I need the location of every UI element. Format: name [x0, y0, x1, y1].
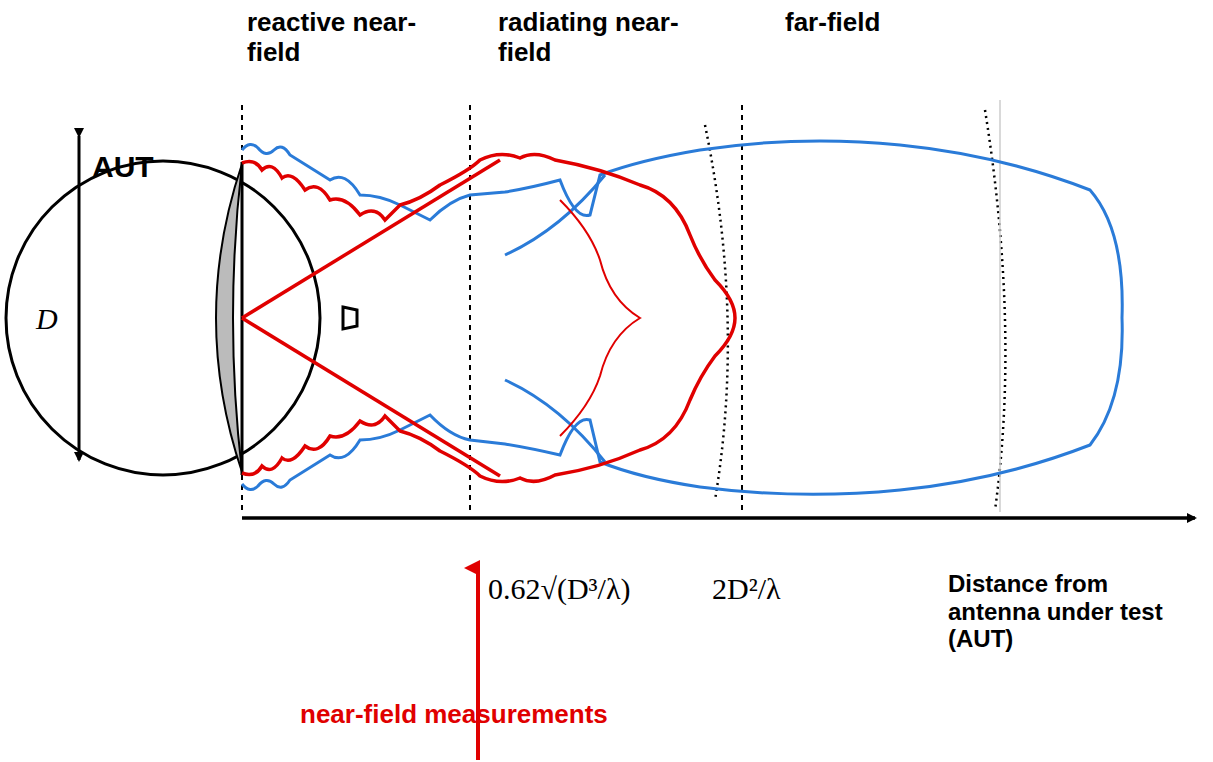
axis-label: Distance from antenna under test (AUT): [948, 570, 1193, 653]
wavefront-arc: [705, 110, 1005, 510]
boundary-formula: 0.62√(D³/λ): [488, 572, 631, 607]
region-boundary: [242, 105, 742, 515]
feed-horn: [343, 307, 357, 329]
region-label: far-field: [785, 8, 880, 38]
distance-axis: [242, 516, 1195, 520]
boundary-formula: 2D²/λ: [712, 572, 781, 607]
region-label: reactive near-field: [247, 8, 422, 68]
aut-sphere: [6, 161, 320, 475]
region-label: radiating near-field: [498, 8, 688, 68]
far-field-pattern: [242, 141, 1122, 494]
reflector-dish: [216, 164, 242, 472]
antenna-label: AUT: [92, 150, 154, 185]
diameter-arrow: [78, 136, 81, 460]
callout-label: near-field measurements: [300, 700, 608, 730]
near-field-pattern: [242, 154, 735, 760]
dimension-label: D: [36, 302, 58, 337]
